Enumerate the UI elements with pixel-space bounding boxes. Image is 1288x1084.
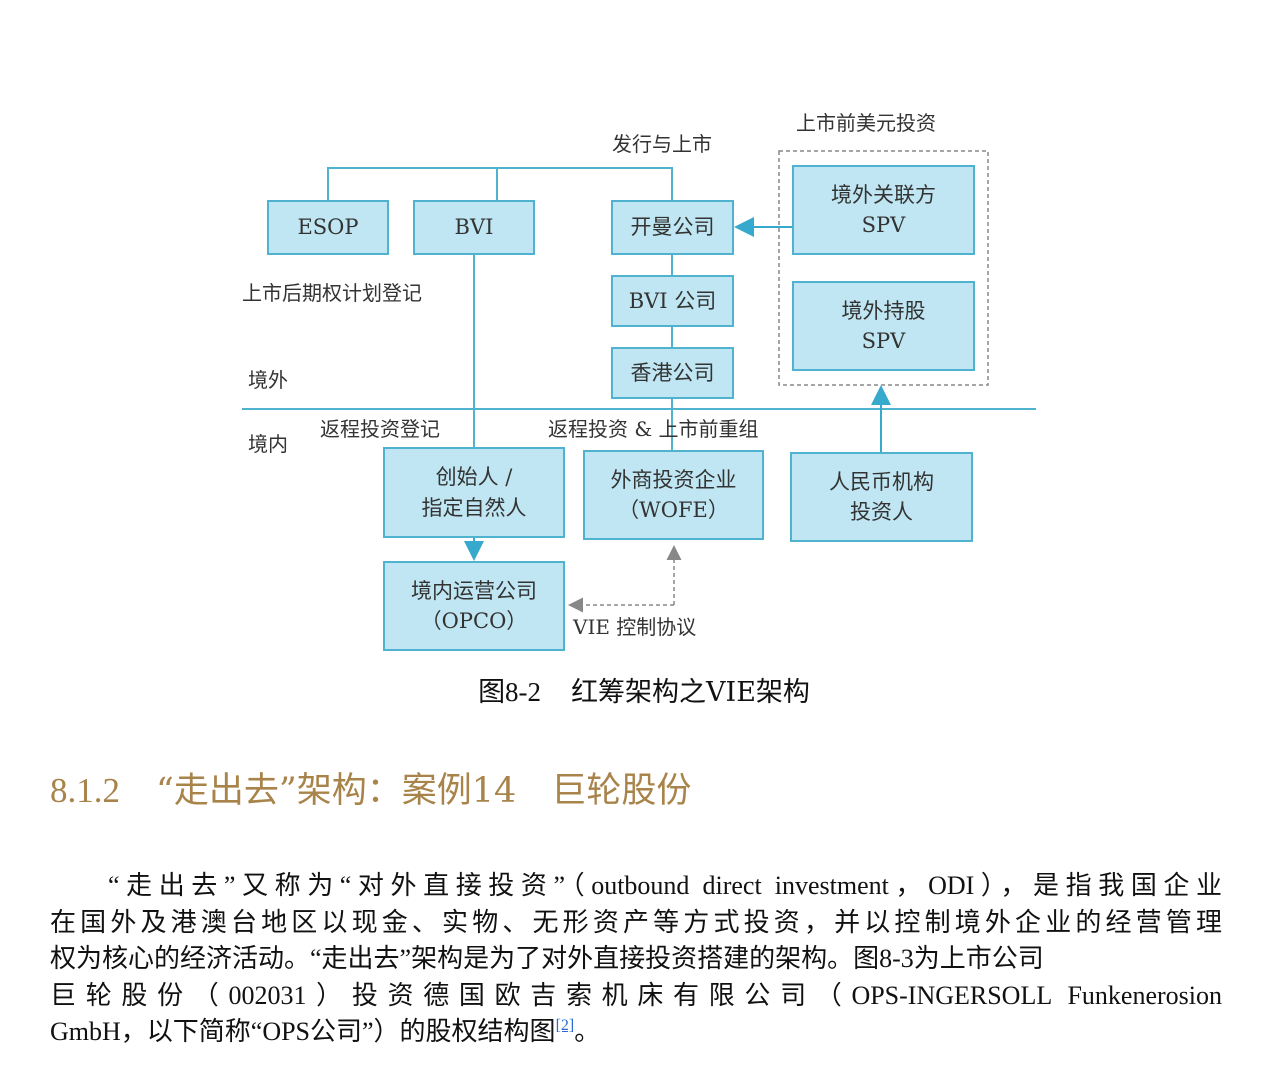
body-paragraph: “走出去”又称为“对外直接投资”（outbound direct investm… bbox=[50, 868, 1222, 1051]
figure-title: 红筹架构之VIE架构 bbox=[571, 677, 810, 708]
hk-company-box: 香港公司 bbox=[611, 347, 734, 399]
bvi-label: BVI bbox=[454, 215, 494, 240]
section-title-text: “走出去”架构：案例14 巨轮股份 bbox=[156, 771, 692, 811]
paragraph-line-4: 巨轮股份（002031）投资德国欧吉索机床有限公司（OPS-INGERSOLL … bbox=[50, 980, 1222, 1010]
bvi-box: BVI bbox=[413, 200, 535, 255]
figure-number: 图8-2 bbox=[478, 677, 542, 707]
founder-box: 创始人 / 指定自然人 bbox=[383, 447, 565, 538]
opco-box: 境内运营公司 （OPCO） bbox=[383, 561, 565, 651]
paragraph-line-3: 权为核心的经济活动。“走出去”架构是为了对外直接投资搭建的架构。图8-3为上市公… bbox=[50, 944, 1044, 973]
spv2-line1: 境外持股 bbox=[841, 298, 926, 323]
wofe-line1: 外商投资企业 bbox=[610, 467, 737, 492]
bvi-company-label: BVI 公司 bbox=[628, 288, 717, 313]
paragraph-line-5: GmbH，以下简称“OPS公司”）的股权结构图 bbox=[50, 1017, 556, 1046]
cayman-company-label: 开曼公司 bbox=[630, 215, 715, 240]
onshore-label: 境内 bbox=[248, 432, 288, 456]
cayman-company-box: 开曼公司 bbox=[611, 200, 734, 255]
founder-line1: 创始人 / bbox=[435, 465, 513, 490]
figure-caption: 图8-2 红筹架构之VIE架构 bbox=[0, 670, 1288, 709]
opco-line1: 境内运营公司 bbox=[411, 578, 537, 603]
opco-line2: （OPCO） bbox=[420, 609, 528, 633]
offshore-label: 境外 bbox=[248, 368, 288, 392]
spv2-line2: SPV bbox=[861, 329, 906, 353]
vie-control-label: VIE 控制协议 bbox=[573, 615, 697, 639]
diagram-connectors bbox=[242, 150, 1036, 613]
issue-listing-label: 发行与上市 bbox=[612, 132, 712, 156]
post-listing-option-label: 上市后期权计划登记 bbox=[242, 281, 422, 305]
paragraph-line-5-end: 。 bbox=[574, 1017, 601, 1046]
rmb-line2: 投资人 bbox=[850, 500, 913, 524]
esop-label: ESOP bbox=[297, 215, 359, 240]
wofe-line2: （WOFE） bbox=[618, 498, 729, 522]
footnote-link[interactable]: [2] bbox=[555, 1017, 575, 1034]
esop-box: ESOP bbox=[267, 200, 389, 255]
section-number: 8.1.2 bbox=[50, 771, 120, 810]
top-bracket-line bbox=[327, 167, 673, 200]
offshore-affiliate-spv-box: 境外关联方 SPV bbox=[792, 165, 975, 255]
section-heading: 8.1.2 “走出去”架构：案例14 巨轮股份 bbox=[50, 762, 691, 813]
rmb-line1: 人民币机构 bbox=[829, 469, 934, 494]
spv1-line2: SPV bbox=[861, 213, 906, 237]
round-trip-registration-label: 返程投资登记 bbox=[320, 417, 440, 441]
bvi-company-box: BVI 公司 bbox=[611, 275, 734, 327]
founder-line2: 指定自然人 bbox=[421, 495, 527, 520]
hk-company-label: 香港公司 bbox=[630, 360, 715, 385]
paragraph-line-5-wrap: GmbH，以下简称“OPS公司”）的股权结构图[2]。 bbox=[50, 1014, 1222, 1051]
rmb-investor-box: 人民币机构 投资人 bbox=[790, 452, 973, 542]
round-trip-restructure-label: 返程投资 & 上市前重组 bbox=[548, 417, 759, 441]
pre-ipo-usd-label: 上市前美元投资 bbox=[796, 111, 936, 135]
wofe-box: 外商投资企业 （WOFE） bbox=[583, 450, 764, 540]
offshore-holding-spv-box: 境外持股 SPV bbox=[792, 281, 975, 371]
paragraph-line-1: “走出去”又称为“对外直接投资”（outbound direct investm… bbox=[108, 871, 1222, 900]
vie-structure-diagram: 发行与上市 上市前美元投资 上市后期权计划登记 境外 境内 返程投资登记 返程投… bbox=[242, 111, 1036, 651]
paragraph-line-2: 在国外及港澳台地区以现金、实物、无形资产等方式投资，并以控制境外企业的经营管理 bbox=[50, 907, 1222, 937]
spv1-line1: 境外关联方 bbox=[831, 182, 936, 207]
